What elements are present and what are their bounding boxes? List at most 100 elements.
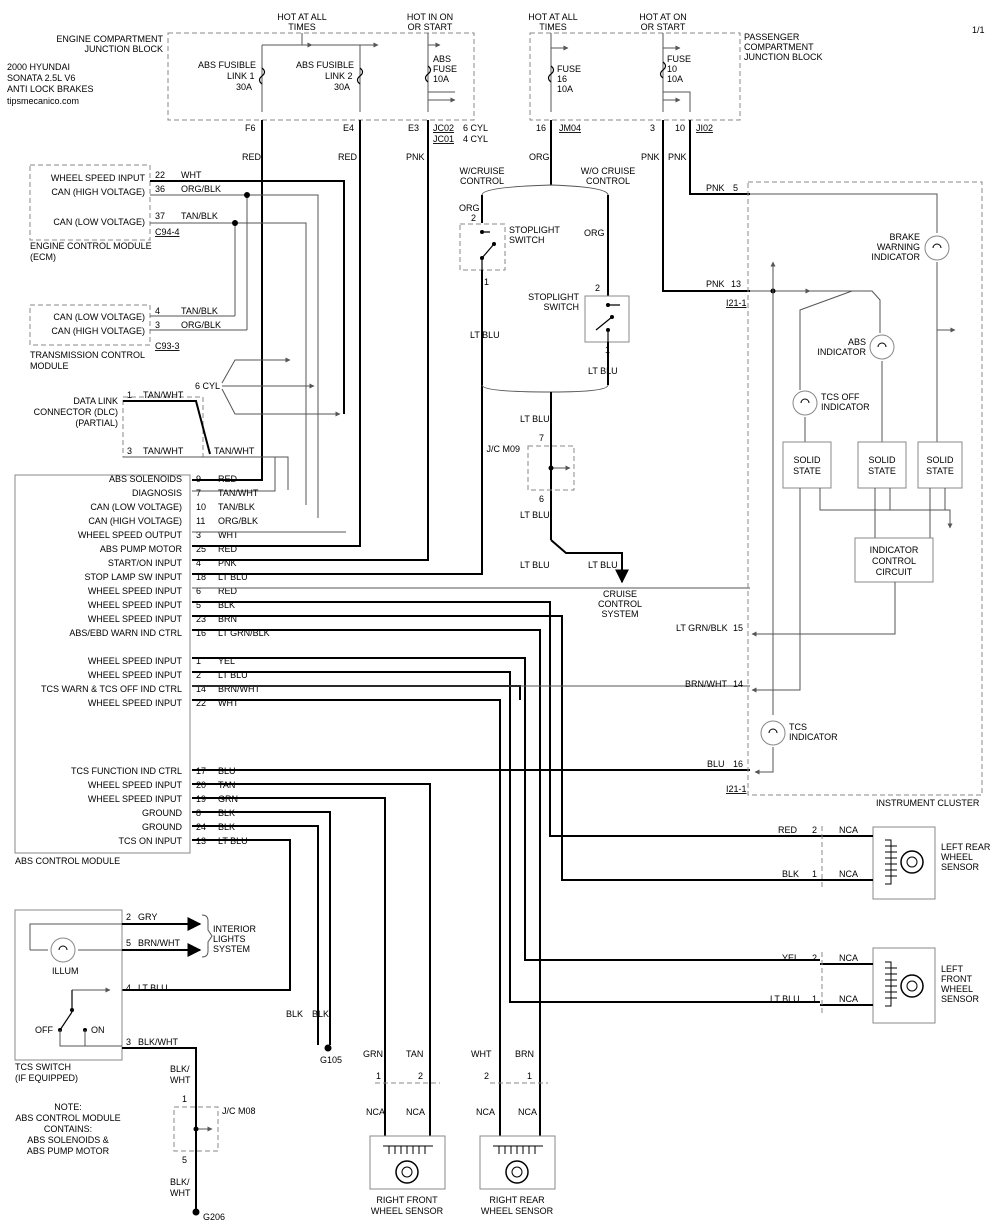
jc-m09-label: J/C M09 <box>486 444 520 454</box>
abs-row-name: CAN (LOW VOLTAGE) <box>90 502 182 512</box>
jc-m09-box <box>527 445 575 491</box>
abs-row-pin: 2 <box>196 670 201 680</box>
fuse10-label: FUSE <box>667 54 691 64</box>
engine-hot-all-1: HOT AT ALL <box>277 12 327 22</box>
wire-pnk-e3: PNK <box>406 152 425 162</box>
sw2-pin-2: 2 <box>595 283 600 293</box>
note-line-5: ABS PUMP MOTOR <box>27 1146 110 1156</box>
tcs-ind-label-1: TCS <box>789 722 807 732</box>
abs-ind-label-1: ABS <box>848 337 866 347</box>
engine-hot-on-2: OR START <box>408 22 453 32</box>
abs-fuse-icon <box>424 65 432 83</box>
wire-org-3: ORG <box>584 228 605 238</box>
cluster-conn-top: I21-1 <box>726 298 747 308</box>
engine-junction-block: ENGINE COMPARTMENT JUNCTION BLOCK HOT AT… <box>56 12 488 144</box>
rf-pin-2: 2 <box>418 1071 423 1081</box>
link2-label-2: LINK 2 <box>325 71 353 81</box>
dlc-out-color: TAN/WHT <box>214 446 255 456</box>
ground-g105: G105 <box>320 1055 342 1065</box>
fuse16-number: 16 <box>557 74 567 84</box>
abs-row-pin: 5 <box>196 600 201 610</box>
lr-p1: 1 <box>812 869 817 879</box>
lf-p1: 1 <box>812 994 817 1004</box>
rr-nca-2: NCA <box>518 1107 537 1117</box>
wire-ltblu-5: LT BLU <box>520 560 550 570</box>
wocruise-1: W/O CRUISE <box>581 166 636 176</box>
tcm-pin-3: 3 <box>155 320 160 330</box>
rf-wire-color-1: GRN <box>363 1049 383 1059</box>
jc-m09-pin-6: 6 <box>539 494 544 504</box>
ss2-label-2: STATE <box>868 466 896 476</box>
wire-ltblu-4: LT BLU <box>520 510 550 520</box>
interior-label-2: LIGHTS <box>213 934 246 944</box>
abs-row-name: ABS SOLENOIDS <box>109 474 182 484</box>
pass-jb-label-3: JUNCTION BLOCK <box>744 52 823 62</box>
abs-row-name: WHEEL SPEED INPUT <box>88 698 183 708</box>
lf-label-1: LEFT <box>941 964 964 974</box>
solid-state-2 <box>857 441 907 489</box>
tcm-label-2: MODULE <box>30 361 69 371</box>
wire-red-e4: RED <box>338 152 358 162</box>
icc-label-3: CIRCUIT <box>876 567 913 577</box>
abs-row-color: WHT <box>218 698 239 708</box>
lr-label-2: WHEEL <box>941 852 973 862</box>
cruise-label-2: CONTROL <box>598 599 642 609</box>
tcs-off-label-1: TCS OFF <box>821 392 860 402</box>
ecm-col-37: TAN/BLK <box>181 211 218 221</box>
tcs-on-position: ON <box>91 1025 105 1035</box>
sw2-label-1: STOPLIGHT <box>528 292 579 302</box>
lf-p2: 2 <box>812 953 817 963</box>
lr-p1-color: BLK <box>782 869 799 879</box>
rr-nca-1: NCA <box>476 1107 495 1117</box>
abs-row-name: WHEEL SPEED OUTPUT <box>78 530 183 540</box>
cruise-label-1: CRUISE <box>603 589 637 599</box>
abs-row-name: WHEEL SPEED INPUT <box>88 600 183 610</box>
abs-row-name: WHEEL SPEED INPUT <box>88 780 183 790</box>
ecm-col-22: WHT <box>181 170 202 180</box>
solid-state-3 <box>917 441 963 489</box>
brake-label-1: BRAKE <box>889 232 920 242</box>
abs-wires: G105 BLK BLK <box>122 385 820 1085</box>
instrument-cluster: 5 13 I21-1 I21-1 INSTRUMENT CLUSTER BRAK… <box>676 181 983 808</box>
engine-jb-label-2: JUNCTION BLOCK <box>84 44 163 54</box>
engine-control-module: WHEEL SPEED INPUT CAN (HIGH VOLTAGE) CAN… <box>29 164 345 518</box>
ground-g105-icon <box>324 1044 332 1052</box>
abs-row-pin: 11 <box>196 516 205 526</box>
tcs-p2: 2 <box>126 912 131 922</box>
tcs-p3: 3 <box>126 1037 131 1047</box>
fuse16-rating: 10A <box>557 84 573 94</box>
sw1-pin-2: 2 <box>471 213 476 223</box>
wire-pnk-10: PNK <box>668 152 687 162</box>
lr-label-1: LEFT REAR <box>941 842 991 852</box>
six-cyl-label: 6 CYL <box>195 381 220 391</box>
title-line-2: SONATA 2.5L V6 <box>7 73 75 83</box>
pin-e4: E4 <box>343 123 354 133</box>
link1-label-1: ABS FUSIBLE <box>198 60 256 70</box>
lr-sensor-icon <box>900 850 924 874</box>
ss2-label-1: SOLID <box>868 455 896 465</box>
abs-row-pin: 9 <box>196 474 201 484</box>
rr-pin-2: 2 <box>484 1071 489 1081</box>
bw-label-4: WHT <box>170 1188 191 1198</box>
lf-label-2: FRONT <box>941 974 972 984</box>
engine-hot-all-2: TIMES <box>288 22 316 32</box>
wire-pnk-5: PNK <box>706 183 725 193</box>
cluster-p16: 16 <box>733 759 743 769</box>
conn-jc01: JC01 <box>433 134 454 144</box>
lr-p2-color: RED <box>778 825 798 835</box>
engine-jb-outline <box>167 32 475 121</box>
left-rear-wheel-sensor: LEFT REAR WHEEL SENSOR RED 2 NCA BLK 1 N… <box>778 825 991 900</box>
cluster-feed-wires: PNK PNK <box>662 120 750 292</box>
ground-blk-2: BLK <box>312 1009 329 1019</box>
interior-label-1: INTERIOR <box>213 924 257 934</box>
sw1-label-1: STOPLIGHT <box>509 225 560 235</box>
abs-row-name: WHEEL SPEED INPUT <box>88 794 183 804</box>
brake-label-2: WARNING <box>877 242 920 252</box>
note-line-4: ABS SOLENOIDS & <box>27 1135 109 1145</box>
tcm-row-2: CAN (HIGH VOLTAGE) <box>51 326 145 336</box>
wire-ltblu-2: LT BLU <box>588 366 618 376</box>
stoplight-switch-2 <box>584 295 630 343</box>
cluster-p16-color: BLU <box>707 759 725 769</box>
wire-org-2: ORG <box>459 203 480 213</box>
